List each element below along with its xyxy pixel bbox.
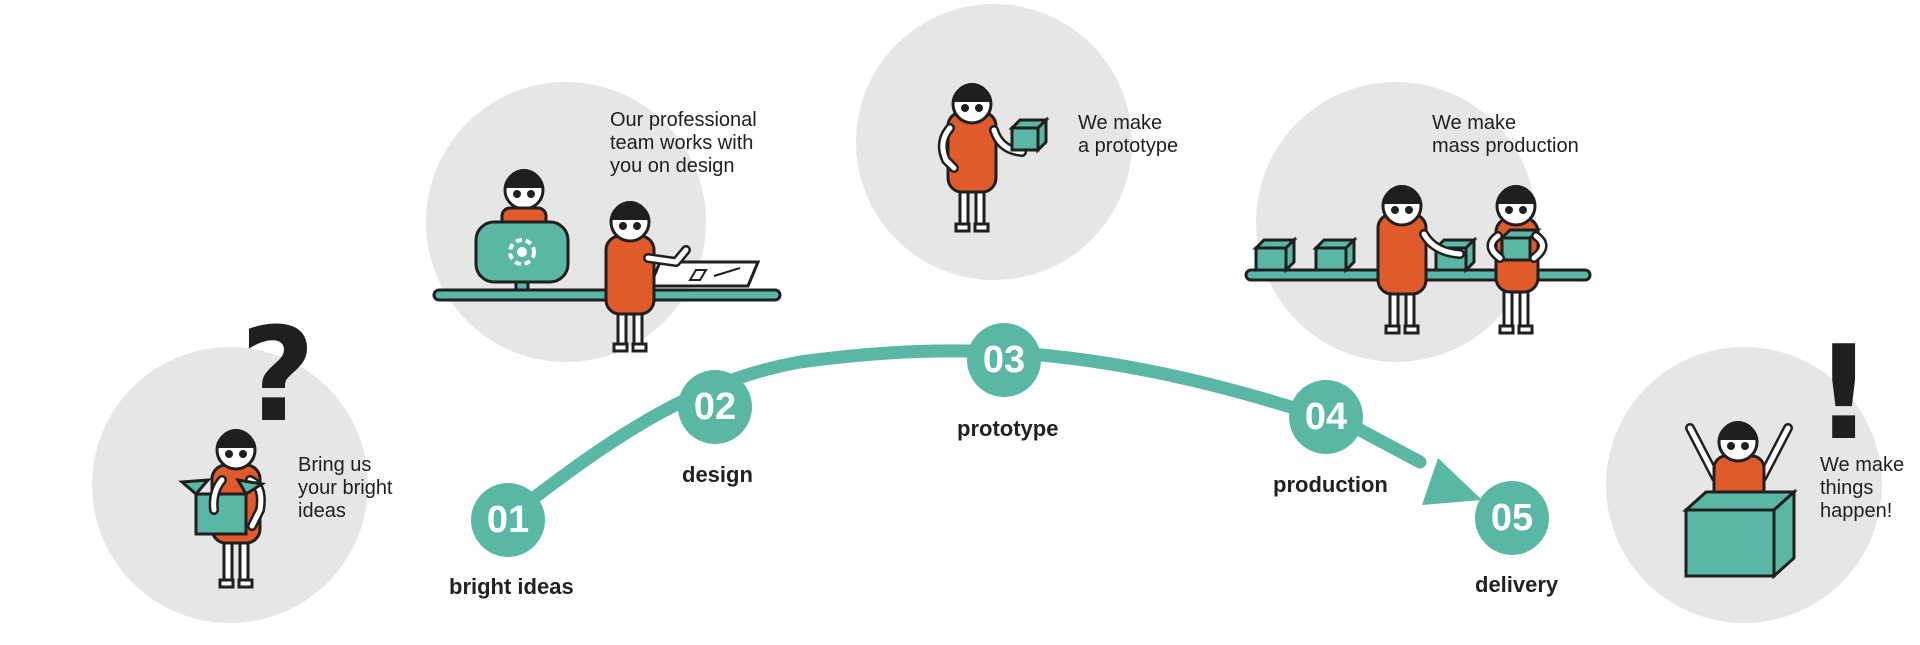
caption-line: team works with bbox=[610, 132, 754, 154]
caption-line: We make bbox=[1820, 454, 1905, 476]
caption-design: Our professional team works with you on … bbox=[610, 109, 757, 178]
step-label-bright-ideas: bright ideas bbox=[449, 574, 574, 599]
caption-line: happen! bbox=[1820, 500, 1893, 522]
step-circles bbox=[471, 323, 1549, 557]
question-mark-icon: ? bbox=[240, 299, 315, 451]
caption-line: a prototype bbox=[1078, 135, 1179, 157]
step-number-03: 03 bbox=[982, 339, 1026, 381]
caption-line: mass production bbox=[1432, 135, 1579, 157]
step-label-delivery: delivery bbox=[1475, 572, 1559, 597]
step-number-05: 05 bbox=[1490, 497, 1534, 539]
step-number-04: 04 bbox=[1304, 396, 1348, 438]
caption-line: We make bbox=[1078, 112, 1163, 134]
caption-prototype: We make a prototype bbox=[1078, 112, 1178, 158]
caption-line: Bring us bbox=[298, 454, 372, 476]
step-circle-05 bbox=[1475, 481, 1549, 555]
step-circle-04 bbox=[1289, 380, 1363, 454]
step-label-prototype: prototype bbox=[957, 416, 1059, 441]
caption-line: ideas bbox=[298, 500, 346, 522]
monitor-icon bbox=[474, 220, 570, 292]
caption-line: Our professional bbox=[610, 109, 757, 131]
scene-prototype bbox=[937, 81, 1050, 233]
big-box-icon bbox=[1682, 488, 1798, 580]
process-arc bbox=[501, 344, 1482, 525]
drawing-sheet-icon bbox=[647, 260, 761, 288]
arrow-head-icon bbox=[1422, 458, 1482, 505]
step-circle-03 bbox=[967, 323, 1041, 397]
step-number-02: 02 bbox=[693, 386, 737, 428]
scene-design bbox=[432, 167, 782, 353]
caption-ideas: Bring us your bright ideas bbox=[298, 454, 393, 523]
caption-production: We make mass production bbox=[1432, 112, 1579, 158]
exclamation-mark-icon: ! bbox=[1814, 317, 1873, 469]
caption-line: We make bbox=[1432, 112, 1517, 134]
caption-line: your bright bbox=[298, 477, 393, 499]
scene-production bbox=[1244, 183, 1592, 335]
caption-delivery: We make things happen! bbox=[1820, 454, 1904, 523]
scene-ideas: ? bbox=[178, 299, 315, 589]
caption-line: you on design bbox=[610, 155, 735, 177]
box-icon bbox=[1008, 116, 1050, 154]
scene-delivery: ! bbox=[1682, 317, 1873, 580]
step-label-design: design bbox=[682, 462, 753, 487]
step-number-01: 01 bbox=[486, 499, 530, 541]
caption-line: things bbox=[1820, 477, 1874, 499]
step-label-production: production bbox=[1273, 472, 1388, 497]
step-circle-01 bbox=[471, 483, 545, 557]
open-box-icon bbox=[178, 478, 267, 536]
step-circle-02 bbox=[678, 370, 752, 444]
